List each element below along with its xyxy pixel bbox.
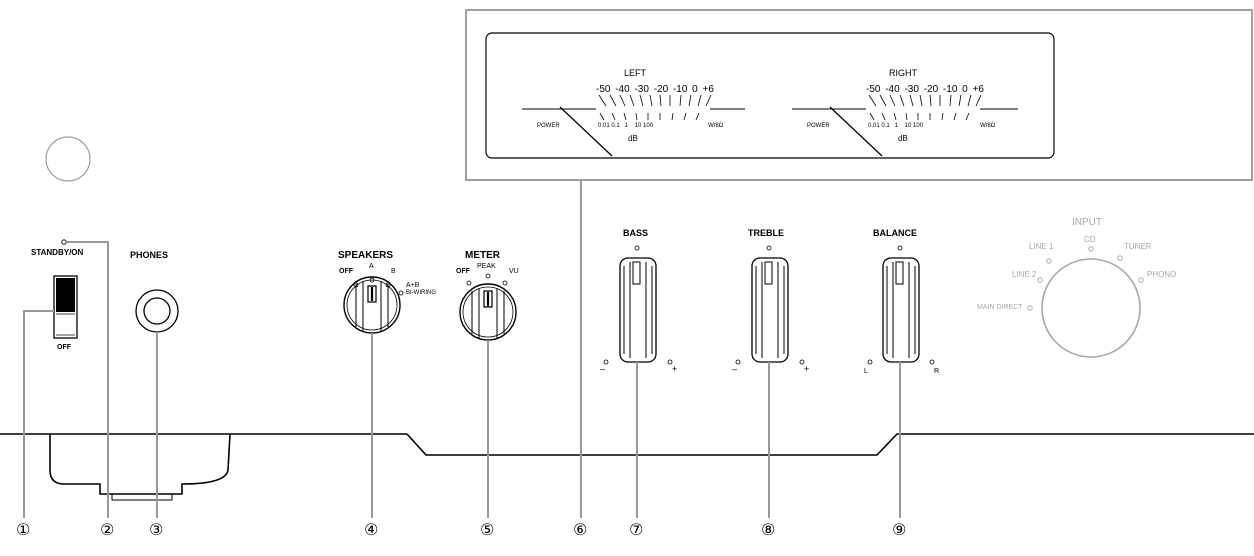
callout-3: ③ xyxy=(149,520,164,539)
right-meter-power-label: POWER xyxy=(807,123,830,129)
speakers-ab-label: A+B xyxy=(406,282,420,289)
right-meter-db-label: dB xyxy=(898,134,908,143)
right-meter-label: RIGHT xyxy=(889,68,917,78)
standby-off-label: OFF xyxy=(57,344,71,351)
meter-glass xyxy=(485,32,1055,159)
input-line1-label: LINE 1 xyxy=(1029,242,1054,251)
standby-label: STANDBY/ON xyxy=(31,248,84,257)
callout-7: ⑦ xyxy=(629,520,644,539)
treble-label: TREBLE xyxy=(748,228,784,238)
standby-switch xyxy=(53,275,78,339)
callout-5: ⑤ xyxy=(480,520,495,539)
input-label: INPUT xyxy=(1072,217,1102,228)
phones-label: PHONES xyxy=(130,250,169,260)
meter-window-frame xyxy=(465,9,1253,181)
treble-plus-label: + xyxy=(804,364,810,374)
callout-leaders xyxy=(23,180,901,518)
input-selector-knob xyxy=(1027,246,1144,358)
phones-jack xyxy=(135,289,179,333)
right-meter-scale xyxy=(792,94,1018,157)
meter-label: METER xyxy=(465,250,500,261)
balance-r-label: R xyxy=(934,368,940,375)
speakers-b-label: B xyxy=(391,268,396,275)
speakers-label: SPEAKERS xyxy=(338,250,394,261)
right-meter-unit: W/8Ω xyxy=(980,123,996,129)
callout-2: ② xyxy=(100,520,115,539)
input-phono-label: PHONO xyxy=(1147,270,1177,279)
right-meter-watt-scale: 0.01 0.1 1 10 100 xyxy=(868,123,924,129)
speakers-off-label: OFF xyxy=(339,268,353,275)
left-meter-power-label: POWER xyxy=(537,123,560,129)
treble-knob xyxy=(735,245,805,365)
callout-6: ⑥ xyxy=(573,520,588,539)
bass-minus-label: – xyxy=(600,364,606,374)
left-meter-watt-scale: 0.01 0.1 1 10 100 xyxy=(598,123,654,129)
input-line2-label: LINE 2 xyxy=(1012,270,1037,279)
speakers-knob xyxy=(343,276,404,334)
callout-8: ⑧ xyxy=(761,520,776,539)
left-meter-unit: W/8Ω xyxy=(708,123,724,129)
standby-led xyxy=(61,239,67,245)
left-meter-db-label: dB xyxy=(628,134,638,143)
callout-1: ① xyxy=(16,520,31,539)
left-meter-label: LEFT xyxy=(624,68,647,78)
meter-vu-label: VU xyxy=(509,268,519,275)
speakers-a-label: A xyxy=(369,263,374,270)
bass-label: BASS xyxy=(623,228,649,238)
callout-9: ⑨ xyxy=(892,520,907,539)
meter-knob xyxy=(459,273,517,341)
meter-peak-label: PEAK xyxy=(477,263,496,270)
input-tuner-label: TUNER xyxy=(1124,242,1152,251)
speakers-biwiring-label: BI-WIRING xyxy=(406,290,436,296)
balance-knob xyxy=(867,245,935,365)
input-main-direct-label: MAIN DIRECT xyxy=(977,304,1023,311)
right-meter-db-scale: -50 -40 -30 -20 -10 0 +6 xyxy=(866,84,984,95)
balance-l-label: L xyxy=(864,368,868,375)
bass-plus-label: + xyxy=(672,364,678,374)
callout-4: ④ xyxy=(364,520,379,539)
bass-knob xyxy=(603,245,673,365)
balance-label: BALANCE xyxy=(873,228,917,238)
sensor-window xyxy=(45,136,91,182)
meter-off-label: OFF xyxy=(456,268,470,275)
input-cd-label: CD xyxy=(1084,235,1096,244)
left-meter-scale xyxy=(522,94,745,157)
left-meter-db-scale: -50 -40 -30 -20 -10 0 +6 xyxy=(596,84,714,95)
treble-minus-label: – xyxy=(732,364,738,374)
chassis-edge xyxy=(0,433,1254,501)
